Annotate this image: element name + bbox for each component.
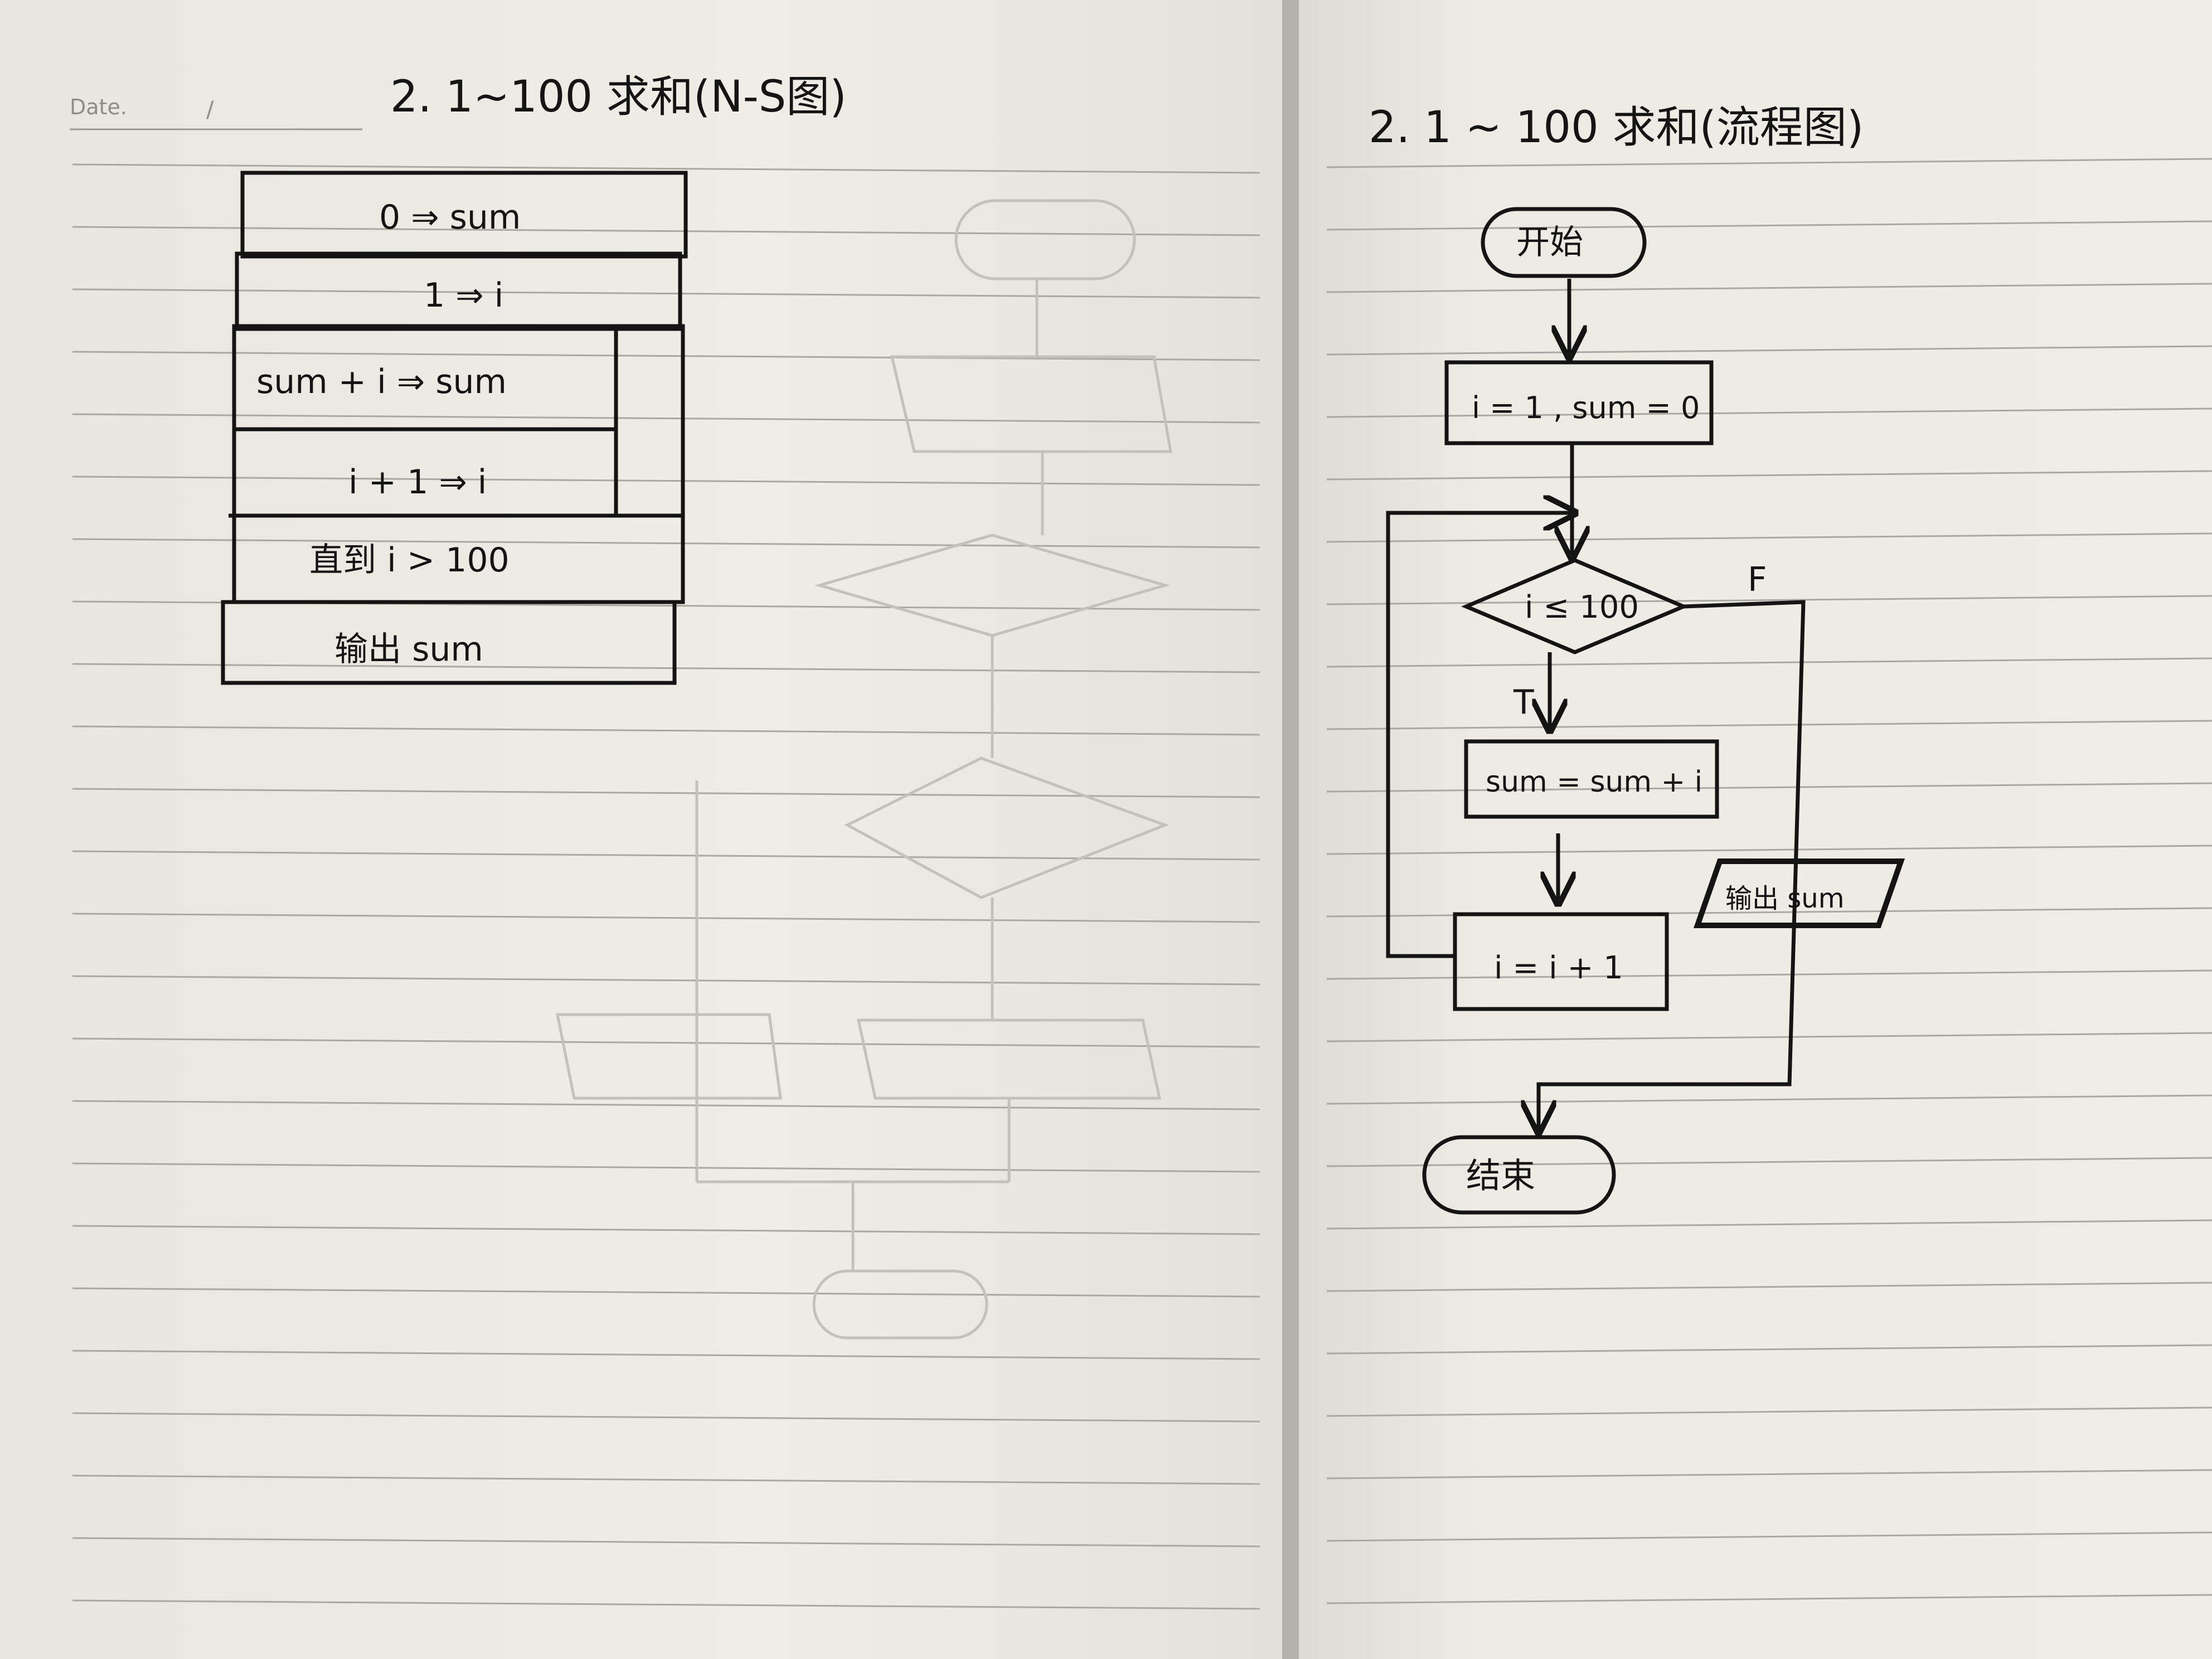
- right-page-title: 2. 1 ~ 100 求和(流程图): [1369, 103, 1864, 153]
- flow-false-label: F: [1748, 560, 1767, 599]
- ruled-line: [72, 288, 1260, 299]
- ruled-line: [1326, 969, 2212, 980]
- ns-row-output-box: [221, 600, 677, 685]
- ruled-line: [1326, 1531, 2212, 1542]
- right-page-ruling: [1326, 158, 2212, 1604]
- ns-row-init-sum-box: [240, 171, 688, 259]
- ruled-line: [1326, 845, 2212, 855]
- ruled-line: [72, 226, 1260, 236]
- ruled-line: [1326, 283, 2212, 293]
- ns-row-2: 1 ⇒ i: [424, 276, 503, 315]
- flow-start-label: 开始: [1516, 223, 1583, 262]
- ruled-line: [72, 351, 1260, 361]
- ruled-line: [1326, 408, 2212, 418]
- ruled-line: [1326, 158, 2212, 168]
- ruled-line: [72, 1225, 1260, 1235]
- ruled-line: [72, 1037, 1260, 1048]
- ruled-line: [72, 850, 1260, 861]
- ruled-line: [1326, 1157, 2212, 1167]
- flow-init-label: i = 1 , sum = 0: [1472, 390, 1700, 425]
- right-page: [1299, 0, 2212, 1659]
- flow-init-process: [1444, 360, 1714, 445]
- ns-row-5: 直到 i > 100: [309, 541, 510, 580]
- ruled-line: [1326, 1032, 2212, 1042]
- ns-row-6: 输出 sum: [334, 630, 483, 669]
- ns-row-init-i-box: [235, 251, 682, 331]
- ruled-line: [72, 1537, 1260, 1548]
- ruled-line: [1326, 720, 2212, 730]
- ruled-line: [72, 1412, 1260, 1423]
- bleed-through-ghost-flowchart: [555, 199, 1172, 1340]
- flow-increment-process: [1453, 912, 1669, 1011]
- ruled-line: [1326, 1469, 2212, 1479]
- flow-end-terminal: [1422, 1135, 1616, 1215]
- ruled-line: [72, 913, 1260, 923]
- flow-true-label: T: [1513, 683, 1534, 722]
- left-page: [0, 0, 1282, 1659]
- ruled-line: [72, 788, 1260, 798]
- flow-condition-label: i ≤ 100: [1525, 589, 1639, 625]
- ruled-line: [72, 1100, 1260, 1110]
- ruled-line: [72, 163, 1260, 174]
- ruled-line: [1326, 1594, 2212, 1604]
- flow-start-terminal: [1481, 207, 1647, 278]
- ruled-line: [1326, 1219, 2212, 1230]
- date-label: Date.: [70, 95, 127, 119]
- ruled-line: [1326, 1344, 2212, 1355]
- flow-false-branch-line: [1539, 600, 1806, 1132]
- ns-row-4: i + 1 ⇒ i: [348, 463, 487, 502]
- ruled-line: [72, 538, 1260, 549]
- flow-output-label: 输出 sum: [1725, 883, 1844, 914]
- ruled-line: [1326, 220, 2212, 231]
- ruled-line: [72, 1162, 1260, 1173]
- ruled-line: [1326, 1282, 2212, 1292]
- ruled-line: [72, 975, 1260, 986]
- ruled-line: [1326, 532, 2212, 543]
- ruled-line: [1326, 345, 2212, 356]
- ruled-line: [72, 725, 1260, 736]
- ruled-line: [72, 1599, 1260, 1610]
- notebook-gutter: [1282, 0, 1299, 1659]
- ruled-line: [1326, 657, 2212, 668]
- left-page-ruling: [72, 163, 1260, 1610]
- ruled-line: [72, 476, 1260, 486]
- flow-output-io: [1693, 858, 1905, 928]
- ns-row-3: sum + i ⇒ sum: [256, 362, 507, 401]
- ns-diagram: [221, 171, 688, 685]
- ruled-line: [1326, 1094, 2212, 1105]
- ruled-line: [72, 663, 1260, 673]
- ruled-line: [72, 1474, 1260, 1485]
- ruled-line: [72, 1350, 1260, 1360]
- flow-increment-label: i = i + 1: [1494, 950, 1623, 986]
- flow-end-label: 结束: [1466, 1155, 1535, 1196]
- flowchart: [1386, 207, 1905, 1215]
- ruled-line: [72, 413, 1260, 424]
- flow-loop-back-line: [1386, 513, 1575, 958]
- flow-body-label: sum = sum + i: [1486, 765, 1702, 799]
- ruled-line: [1326, 782, 2212, 793]
- ruled-line: [72, 1287, 1260, 1298]
- ruled-line: [1326, 470, 2212, 481]
- flow-body-process: [1464, 739, 1719, 819]
- left-page-title: 2. 1~100 求和(N-S图): [390, 72, 847, 122]
- ruled-line: [1326, 1406, 2212, 1417]
- ns-row-1: 0 ⇒ sum: [379, 198, 521, 237]
- date-slash: /: [206, 97, 214, 123]
- flow-condition-decision: [1461, 558, 1689, 654]
